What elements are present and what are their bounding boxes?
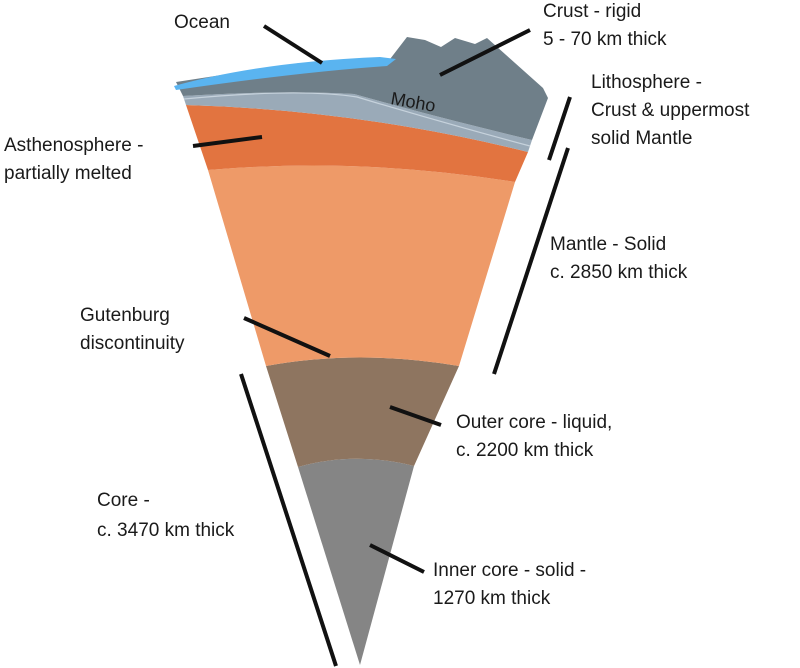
asthenosphere-leader-line <box>192 135 263 148</box>
mantle-layer <box>208 165 515 366</box>
asthenosphere-label-line2: partially melted <box>4 163 132 184</box>
lithosphere-label-line2: Crust & uppermost <box>591 100 750 121</box>
lithospheric-mantle-band <box>183 92 532 152</box>
lithosphere-label-line3: solid Mantle <box>591 128 692 149</box>
outer-core-leader-line <box>389 405 442 427</box>
lithosphere-label-line1: Lithosphere - <box>591 72 702 93</box>
core-bracket <box>239 373 338 667</box>
mantle-label-line2: c. 2850 km thick <box>550 262 688 283</box>
ocean-leader-line <box>262 24 324 65</box>
mantle-label-line1: Mantle - Solid <box>550 234 666 255</box>
inner-core-leader-line <box>369 543 425 574</box>
lithosphere-bracket <box>547 96 572 161</box>
ocean-label: Ocean <box>174 12 230 33</box>
crust-layer <box>176 37 548 140</box>
core-label-line2: c. 3470 km thick <box>97 520 235 541</box>
inner-core-layer <box>298 458 414 665</box>
core-label-line1: Core - <box>97 490 150 511</box>
outer-core-label-line2: c. 2200 km thick <box>456 440 594 461</box>
asthenosphere-label-line1: Asthenosphere - <box>4 135 143 156</box>
inner-core-label-line1: Inner core - solid - <box>433 560 586 581</box>
gutenberg-label-line1: Gutenburg <box>80 305 170 326</box>
gutenberg-leader-line <box>243 316 331 358</box>
outer-core-label-line1: Outer core - liquid, <box>456 412 612 433</box>
inner-core-label-line2: 1270 km thick <box>433 588 551 609</box>
gutenberg-label-line2: discontinuity <box>80 333 185 354</box>
outer-core-layer <box>266 357 459 467</box>
mantle-bracket <box>492 147 570 375</box>
ocean-layer <box>174 57 396 90</box>
crust-label-line2: 5 - 70 km thick <box>543 29 667 50</box>
crust-leader-line <box>439 28 531 77</box>
crust-label-line1: Crust - rigid <box>543 1 641 22</box>
moho-line <box>183 92 531 147</box>
asthenosphere-layer <box>186 105 528 182</box>
